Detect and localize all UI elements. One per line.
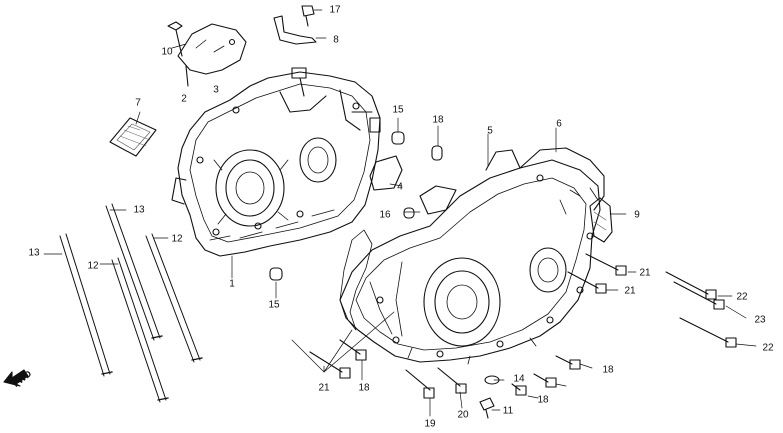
callout-9: 9 (634, 209, 640, 221)
callout-13-lower: 13 (28, 247, 40, 259)
leader-lines (43, 9, 757, 417)
callout-7: 7 (135, 97, 141, 109)
bolt-17 (301, 5, 315, 27)
callout-11: 11 (502, 405, 514, 417)
callout-18-right: 18 (602, 364, 614, 376)
bracket-8 (273, 15, 317, 45)
bolt-11 (479, 397, 495, 419)
callout-8: 8 (333, 34, 339, 46)
callout-4: 4 (397, 181, 403, 193)
callout-12-lower: 12 (87, 260, 99, 272)
left-crankcase-half (171, 67, 381, 257)
callout-14: 14 (513, 373, 525, 385)
callout-10: 10 (161, 46, 173, 58)
bracket-4 (369, 155, 403, 191)
callout-17: 17 (329, 4, 341, 16)
long-studs (59, 203, 203, 403)
callout-2: 2 (181, 93, 187, 105)
callout-5: 5 (487, 125, 493, 137)
dowel-15a (391, 131, 405, 145)
callout-18-mid: 18 (537, 394, 549, 406)
callout-22-upper: 22 (736, 291, 748, 303)
callout-12-upper: 12 (171, 233, 183, 245)
fwd-arrow-icon (3, 369, 29, 387)
callout-19: 19 (424, 418, 436, 430)
crankcase-gasket (339, 229, 373, 331)
bolt-10 (167, 21, 183, 57)
plate-9 (589, 197, 613, 243)
flange-bolts-bottom (309, 339, 467, 399)
right-crankcase-half (339, 147, 605, 365)
callout-21-upper: 21 (639, 267, 651, 279)
callout-3: 3 (213, 84, 219, 96)
oil-strainer-screen (109, 117, 157, 157)
flange-bolts-right (511, 253, 737, 396)
callout-18-top: 18 (432, 114, 444, 126)
callout-15-upper: 15 (392, 104, 404, 116)
callout-15-lower: 15 (268, 299, 280, 311)
callout-16: 16 (379, 209, 391, 221)
callout-18-bottom: 18 (358, 382, 370, 394)
callout-6: 6 (556, 118, 562, 130)
callout-23: 23 (754, 314, 766, 326)
dowel-18 (431, 145, 443, 161)
callout-13-upper: 13 (133, 204, 145, 216)
dowel-15b (269, 267, 283, 281)
cover-plate-3 (177, 23, 247, 75)
dowel-16 (403, 207, 415, 219)
callout-21-bottom: 21 (318, 382, 330, 394)
callout-22-lower: 22 (762, 342, 774, 354)
callout-20: 20 (457, 409, 469, 421)
callout-1: 1 (229, 278, 235, 290)
callout-21-lower: 21 (624, 285, 636, 297)
